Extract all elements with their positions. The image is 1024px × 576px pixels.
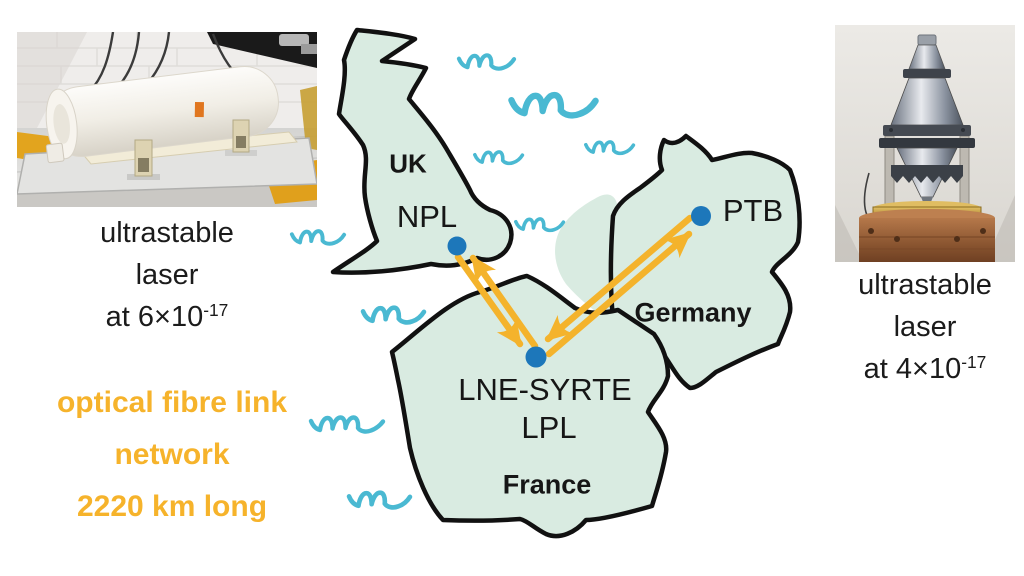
uk-country-label: UK [389, 148, 427, 179]
cone-cavity-assembly [859, 34, 995, 262]
ultrastable-laser-cavity-photo-right [835, 25, 1015, 262]
caption-exponent: -17 [961, 352, 987, 373]
caption-line: laser [893, 311, 957, 343]
ptb-lab-label: PTB [722, 193, 784, 228]
caption-line: laser [135, 259, 199, 291]
caption-line: at 6×10-17 [12, 296, 322, 341]
network-caption-line: optical fibre link [56, 386, 288, 419]
france-country-label: France [502, 469, 592, 500]
lne-syrte-node-dot [525, 346, 547, 368]
fibre-network-caption: optical fibre link network 2220 km long [17, 377, 327, 533]
lpl-lab-label: LPL [521, 410, 577, 445]
sea-wave-icon [349, 493, 410, 508]
sea-wave-icon [511, 95, 595, 115]
lne-syrte-lab-label: LNE-SYRTE [458, 372, 632, 407]
caption-line: ultrastable [858, 269, 992, 301]
sea-wave-icon [514, 217, 566, 233]
caption-line: at 4×10-17 [830, 348, 1020, 393]
germany-country-label: Germany [634, 297, 752, 328]
sea-wave-icon [363, 308, 424, 323]
left-laser-caption: ultrastable laser at 6×10-17 [12, 212, 322, 341]
npl-lab-label: NPL [396, 199, 458, 234]
npl-node-dot [447, 236, 467, 256]
sea-wave-icon [459, 55, 514, 68]
caption-value: at 4×10 [863, 353, 962, 385]
sea-wave-icon [584, 140, 636, 156]
ptb-node-dot [691, 206, 711, 226]
mounting-clamps [127, 119, 257, 180]
sea-wave-icon [473, 150, 525, 166]
caption-exponent: -17 [203, 300, 229, 321]
fibre-link-arrow-lne-to-npl [469, 254, 539, 350]
cavity-cylinder [45, 66, 279, 164]
right-laser-caption: ultrastable laser at 4×10-17 [830, 264, 1020, 393]
france-map-shape [389, 273, 671, 539]
fibre-link-arrow-lne-to-ptb [545, 230, 693, 358]
fibre-link-arrow-npl-to-lne [454, 253, 524, 348]
network-caption-line: 2220 km long [76, 490, 268, 523]
caption-value: at 6×10 [105, 301, 204, 333]
network-caption-line: network [114, 438, 230, 471]
ultrastable-laser-cavity-photo-left [17, 32, 317, 207]
caption-line: ultrastable [100, 217, 234, 249]
